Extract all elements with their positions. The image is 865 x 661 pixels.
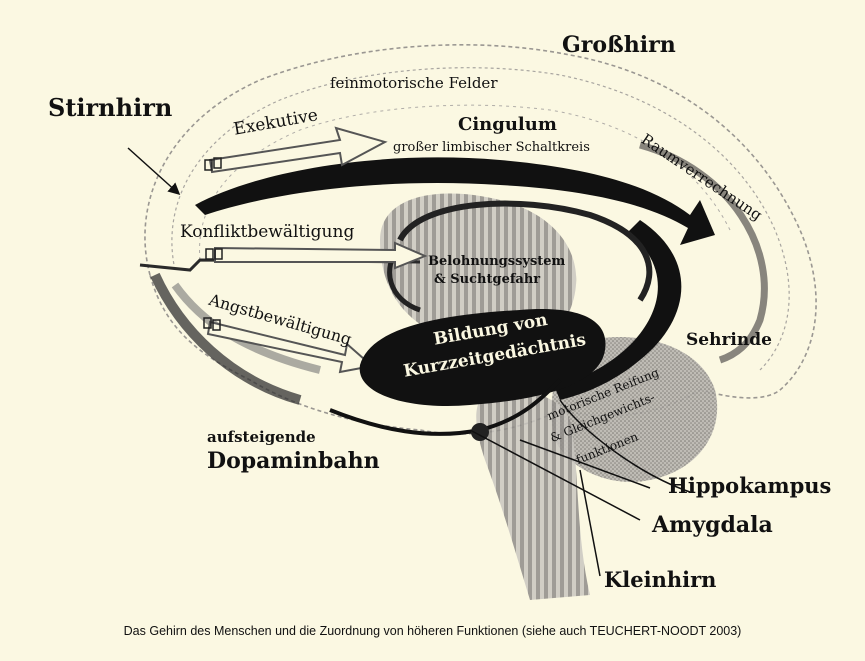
label-dopaminbahn: Dopaminbahn (207, 448, 380, 474)
label-sehrinde: Sehrinde (686, 330, 772, 350)
label-stirnhirn: Stirnhirn (48, 93, 172, 122)
label-aufsteigende: aufsteigende (207, 428, 316, 446)
label-feinmotorische-felder: feinmotorische Felder (330, 74, 497, 92)
label-cingulum: Cingulum (458, 114, 557, 135)
label-grosser-limbischer-schaltkreis: großer limbischer Schaltkreis (393, 140, 590, 155)
label-grosshirn: Großhirn (562, 32, 676, 58)
label-belohnungssystem: Belohnungssystem (428, 254, 565, 269)
label-suchtgefahr: & Suchtgefahr (434, 272, 540, 287)
label-hippokampus: Hippokampus (668, 473, 831, 498)
label-kleinhirn: Kleinhirn (604, 567, 716, 592)
label-konfliktbewaeltigung: Konfliktbewältigung (180, 222, 354, 242)
figure-caption: Das Gehirn des Menschen und die Zuordnun… (0, 624, 865, 638)
label-amygdala: Amygdala (652, 512, 773, 538)
